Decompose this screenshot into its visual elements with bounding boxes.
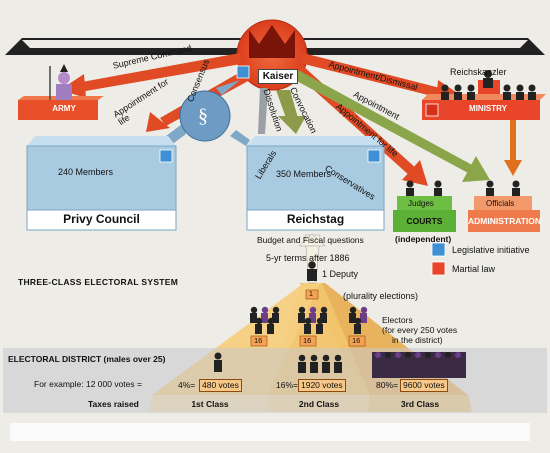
ministry-box — [422, 70, 546, 120]
ministry-label: MINISTRY — [469, 104, 507, 113]
class2-votes: 1920 votes — [298, 379, 346, 392]
class1-pct: 4%= — [178, 380, 196, 390]
paragraph-symbol: § — [198, 105, 208, 127]
courts-label: COURTS — [406, 216, 443, 226]
class1-electors: 16 — [254, 336, 263, 345]
district-label: ELECTORAL DISTRICT (males over 25) — [8, 354, 166, 364]
officials-label: Officials — [486, 199, 515, 208]
class3-label: 3rd Class — [400, 399, 440, 409]
class2-pct: 16%= — [276, 380, 298, 390]
class2-label: 2nd Class — [298, 399, 340, 409]
reichstag-box — [246, 136, 385, 231]
class3-electors: 16 — [352, 336, 361, 345]
electors-line1: Electors — [382, 315, 413, 325]
dissolution-arrow — [258, 88, 268, 134]
deputy-figure — [305, 261, 319, 300]
appointment-admin-arrow — [293, 70, 490, 182]
martial-law-icons — [425, 103, 446, 276]
electors-class2 — [298, 306, 342, 373]
deputy-count: 1 — [309, 291, 313, 298]
taxes-label: Taxes raised — [88, 399, 139, 409]
reichstag-label: Reichstag — [286, 212, 345, 226]
administration-box — [468, 180, 540, 232]
privy-council-label: Privy Council — [63, 212, 140, 226]
legend-martial: Martial law — [452, 264, 496, 274]
independent-label: (independent) — [395, 234, 452, 244]
bottom-patch — [10, 423, 530, 441]
deputy-column-arrow — [298, 233, 326, 247]
army-label: ARMY — [52, 104, 76, 113]
example-label: For example: 12 000 votes = — [34, 379, 142, 389]
class2-electors: 16 — [303, 336, 312, 345]
ministry-admin-arrow — [504, 118, 522, 176]
army-box — [18, 64, 104, 120]
reichstag-members: 350 Members — [276, 169, 332, 179]
legislative-initiative-icons — [159, 65, 446, 257]
plurality-label: (plurality elections) — [343, 291, 419, 301]
kaiser-label: Kaiser — [258, 69, 298, 84]
class1-votes: 480 votes — [199, 379, 242, 392]
deputy-label: 1 Deputy — [322, 269, 359, 279]
consensus-circle — [179, 90, 231, 142]
electors-class3 — [348, 306, 466, 378]
reichskanzler-label: Reichskanzler — [450, 67, 507, 77]
convocation-arrow — [276, 90, 306, 134]
terms-label: 5-yr terms after 1886 — [266, 253, 350, 263]
class3-pct: 80%= — [376, 380, 398, 390]
class3-votes: 9600 votes — [400, 379, 448, 392]
budget-label: Budget and Fiscal questions — [257, 235, 364, 245]
legend-legislative: Legislative initiative — [452, 245, 530, 255]
electoral-title: THREE-CLASS ELECTORAL SYSTEM — [18, 277, 179, 287]
privy-council-box — [26, 136, 177, 231]
administration-label: ADMINISTRATION — [468, 216, 542, 226]
judges-label: Judges — [408, 199, 434, 208]
privy-council-members: 240 Members — [58, 167, 114, 177]
electors-line2: (for every 250 votes — [382, 325, 458, 335]
electors-class1 — [214, 306, 280, 372]
class1-label: 1st Class — [191, 399, 229, 409]
electors-line3: in the district) — [392, 335, 443, 345]
courts-box — [393, 180, 456, 232]
